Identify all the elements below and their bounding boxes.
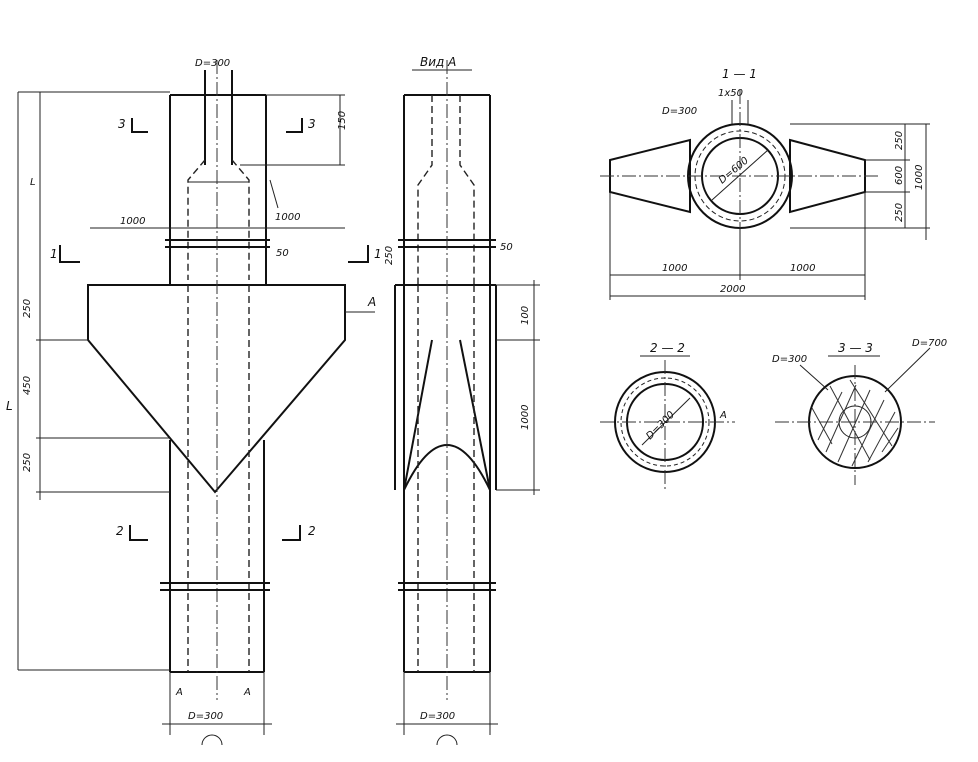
side-dim-right-1: 100 <box>520 306 531 325</box>
section-1-1: 1 — 1 1x50 D=300 D=600 250 600 250 1000 … <box>600 67 930 300</box>
side-view-title: Вид А <box>420 55 456 69</box>
section-2-2: 2 — 2 D=300 A <box>600 341 735 490</box>
section-3-3: 3 — 3 D=300 D=700 <box>772 338 947 485</box>
dim-shaft-mid: 1000 <box>275 212 300 223</box>
dim-left-2: 450 <box>22 376 33 395</box>
section-2-mark: A <box>719 410 727 421</box>
section-mark-2-right: 2 <box>308 524 316 538</box>
side-view: Вид А 50 100 1000 250 D=300 <box>384 55 540 746</box>
section-1-pipe-label: D=300 <box>662 106 697 117</box>
bottom-mark-a-right: A <box>243 687 251 698</box>
side-dim-right-2: 1000 <box>520 405 531 430</box>
front-top-label: D=300 <box>195 58 230 69</box>
section-1-top-label: 1x50 <box>718 88 743 99</box>
section-1-dim-r1: 250 <box>894 131 905 150</box>
section-mark-3-left: 3 <box>118 117 126 131</box>
side-bottom-label: D=300 <box>420 711 455 722</box>
section-3-left-label: D=300 <box>772 354 807 365</box>
dim-left-3: 250 <box>22 453 33 472</box>
bottom-mark-a-left: A <box>175 687 183 698</box>
section-1-dim-total: 2000 <box>720 284 745 295</box>
section-2-inner-label: D=300 <box>644 409 677 442</box>
section-1-inner-label: D=600 <box>717 155 751 186</box>
section-3-hatching <box>811 379 899 467</box>
section-1-dim-r3: 250 <box>894 203 905 222</box>
dim-left-top: L <box>30 177 36 188</box>
section-mark-3-right: 3 <box>308 117 316 131</box>
dim-short: 50 <box>276 248 289 259</box>
view-arrow-a: A <box>367 295 376 309</box>
side-dim-left: 250 <box>384 246 395 265</box>
dim-right-top: 150 <box>337 111 348 130</box>
section-1-title: 1 — 1 <box>722 67 757 81</box>
section-mark-1-left: 1 <box>50 247 58 261</box>
section-3-right-label: D=700 <box>912 338 947 349</box>
front-bottom-label: D=300 <box>188 711 223 722</box>
section-mark-1-right: 1 <box>374 247 382 261</box>
section-3-title: 3 — 3 <box>838 341 873 355</box>
side-dim-top: 50 <box>500 242 513 253</box>
dim-width: 1000 <box>120 216 145 227</box>
section-mark-2-left: 2 <box>116 524 124 538</box>
dim-left-1: 250 <box>22 299 33 318</box>
section-2-title: 2 — 2 <box>650 341 685 355</box>
dim-left-total: L <box>6 399 13 413</box>
section-1-dim-r2: 600 <box>894 166 905 185</box>
section-1-dim-left: 1000 <box>662 263 687 274</box>
front-view: D=300 L L 250 450 250 <box>6 58 382 746</box>
section-1-dim-right-total: 1000 <box>914 165 925 190</box>
section-1-dim-right: 1000 <box>790 263 815 274</box>
